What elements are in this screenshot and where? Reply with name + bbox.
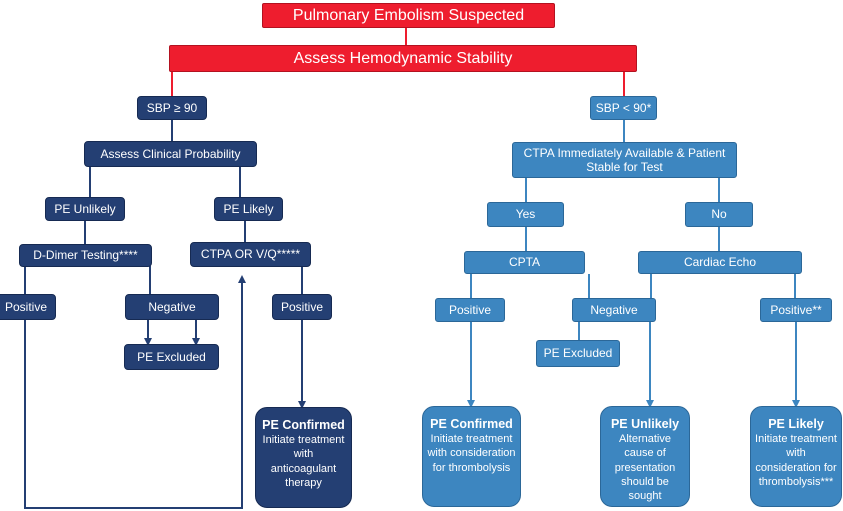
ctpa-or-vq-box: CTPA OR V/Q*****: [190, 242, 311, 267]
outcome-text: Initiate treatment with consideration fo…: [755, 433, 837, 488]
pe-confirmed-thrombolysis-box: PE Confirmed Initiate treatment with con…: [422, 406, 521, 507]
outcome-heading: PE Confirmed: [262, 418, 345, 432]
yes-box: Yes: [487, 202, 564, 227]
no-box: No: [685, 202, 753, 227]
positive-cpta-box: Positive: [435, 298, 505, 322]
outcome-heading: PE Unlikely: [610, 417, 680, 431]
assess-hemodynamic-box: Assess Hemodynamic Stability: [169, 45, 637, 72]
outcome-text: Alternative cause of presentation should…: [614, 433, 676, 503]
sbp-lt-90-box: SBP < 90*: [590, 96, 657, 120]
positive-ctpa-box: Positive: [272, 294, 332, 320]
positive-echo-box: Positive**: [760, 298, 832, 322]
outcome-text: Initiate treatment with anticoagulant th…: [262, 434, 345, 489]
outcome-text: Initiate treatment with consideration fo…: [427, 433, 516, 474]
pe-suspected-box: Pulmonary Embolism Suspected: [262, 3, 555, 28]
ctpa-available-box: CTPA Immediately Available & Patient Sta…: [512, 142, 737, 178]
negative-box-right: Negative: [572, 298, 656, 322]
outcome-heading: PE Confirmed: [430, 417, 513, 431]
sbp-ge-90-box: SBP ≥ 90: [137, 96, 207, 120]
pe-unlikely-alternative-box: PE Unlikely Alternative cause of present…: [600, 406, 690, 507]
d-dimer-testing-box: D-Dimer Testing****: [19, 244, 152, 267]
outcome-heading: PE Likely: [768, 417, 824, 431]
negative-box-left: Negative: [125, 294, 219, 320]
pe-excluded-box-right: PE Excluded: [536, 340, 620, 367]
pe-unlikely-box: PE Unlikely: [45, 197, 125, 221]
positive-ddimer-box: Positive: [0, 294, 56, 320]
pe-confirmed-anticoagulant-box: PE Confirmed Initiate treatment with ant…: [255, 407, 352, 508]
pe-likely-box: PE Likely: [214, 197, 283, 221]
pe-excluded-box-left: PE Excluded: [124, 344, 219, 370]
cpta-box: CPTA: [464, 251, 585, 274]
cardiac-echo-box: Cardiac Echo: [638, 251, 802, 274]
assess-clinical-probability-box: Assess Clinical Probability: [84, 141, 257, 167]
pe-likely-thrombolysis-box: PE Likely Initiate treatment with consid…: [750, 406, 842, 507]
